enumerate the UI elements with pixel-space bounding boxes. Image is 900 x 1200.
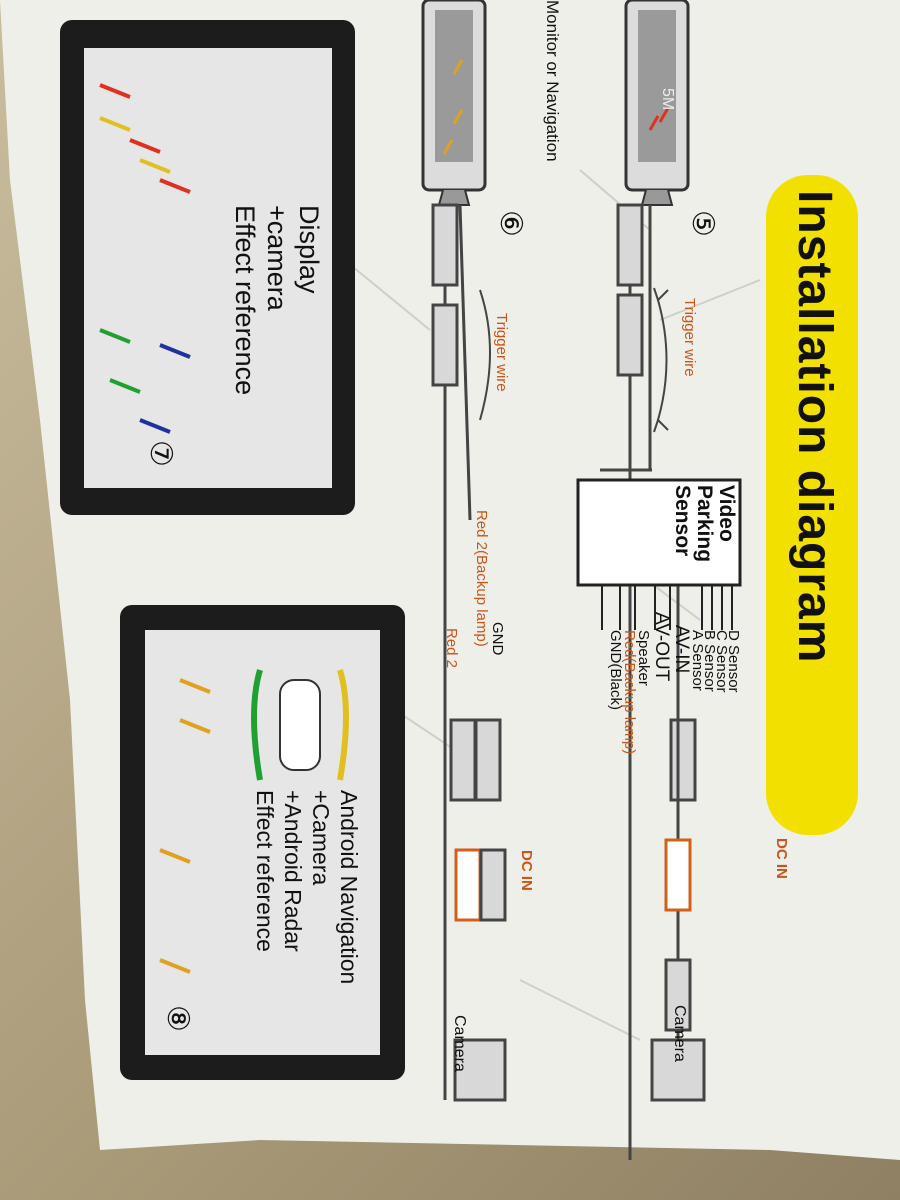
- panel-7-frame: [60, 20, 355, 515]
- step-number-8: ⑧: [161, 1005, 194, 1032]
- panel-8-caption-line-3: +Android Radar: [280, 790, 306, 952]
- sensor-pin-red-backup: Red(Backup lamp): [621, 630, 638, 755]
- panel-8-caption-line-2: +Camera: [308, 790, 334, 886]
- panel-7-caption-line-1: Display: [294, 205, 324, 294]
- step-number-5: ⑤: [686, 210, 719, 237]
- trigger-wire-label-5: Trigger wire: [681, 298, 698, 377]
- monitor-6: [421, 0, 487, 206]
- sensor-pin-av-in: AV-IN: [671, 625, 692, 674]
- panel-7-caption-line-2: +camera: [262, 205, 292, 311]
- sensor-pin-a: A Sensor: [689, 630, 706, 691]
- dc-in-label-6: DC IN: [518, 850, 535, 891]
- trigger-wire-label-6: Trigger wire: [493, 313, 510, 392]
- sensor-box-outline: [576, 478, 742, 587]
- monitor-label: Monitor or Navigation: [543, 0, 562, 162]
- sensor-box-line-1: Video: [715, 485, 738, 542]
- red2-label: Red 2: [443, 628, 460, 669]
- panel-8-caption-line-4: Effect reference: [252, 790, 278, 952]
- cable-6: [431, 203, 507, 1102]
- title-highlight: [766, 175, 858, 835]
- panel-8-frame: [120, 605, 405, 1080]
- camera-label-5: Camera: [671, 1005, 688, 1062]
- gnd-label: GND: [489, 622, 506, 656]
- sensor-pin-speaker: Speaker: [635, 630, 652, 686]
- panel-7-caption-line-3: Effect reference: [230, 205, 260, 396]
- diagram-title: Installation diagram: [788, 190, 841, 664]
- cable-5: [600, 203, 706, 1160]
- sensor-box-line-2: Parking: [693, 485, 716, 563]
- panel-8-caption-line-1: Android Navigation: [336, 790, 362, 985]
- red2-backup-label: Red 2(Backup lamp): [473, 510, 490, 647]
- step-number-6: ⑥: [494, 210, 527, 237]
- camera-label-6: Camera: [451, 1015, 468, 1072]
- monitor-screen-text: 5M: [659, 88, 676, 111]
- paper-crease: [229, 169, 761, 1041]
- sensor-pins: [601, 585, 733, 630]
- sensor-box-line-3: Sensor: [671, 485, 694, 557]
- sensor-pin-gnd: GND(Black): [607, 630, 624, 711]
- sensor-pin-av-out: AV-OUT: [651, 612, 672, 682]
- monitor-5: [624, 0, 690, 206]
- dc-in-label-5: DC IN: [773, 838, 790, 879]
- step-number-7: ⑦: [144, 440, 177, 467]
